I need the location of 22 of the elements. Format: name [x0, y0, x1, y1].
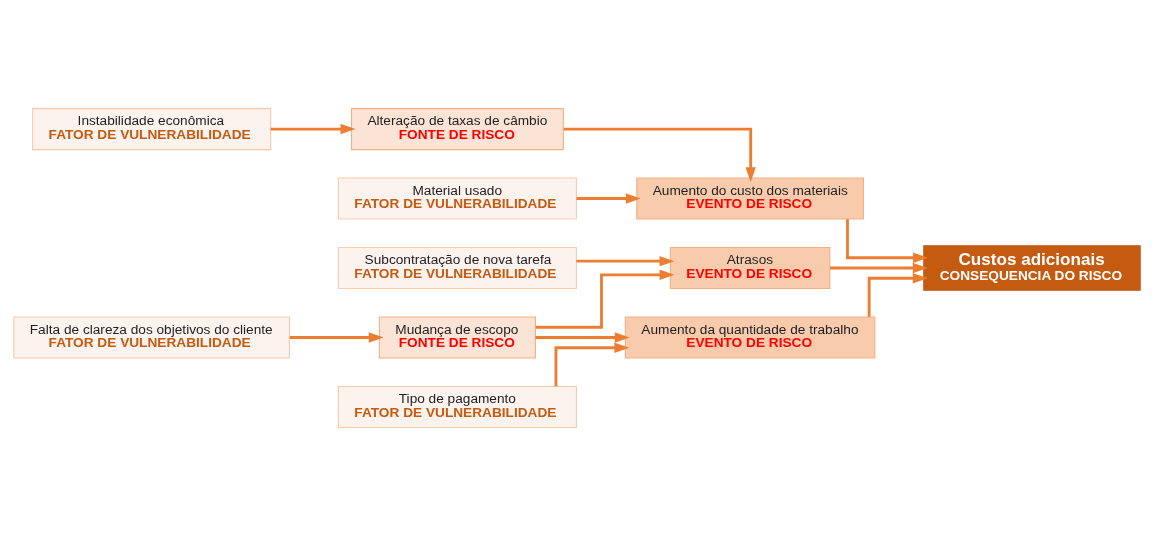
- node-box: Atrasos EVENTO DE RISCO: [669, 246, 831, 290]
- arrow: [289, 332, 384, 343]
- arrow: [270, 123, 356, 135]
- arrow: [554, 342, 630, 387]
- node-box: Mudança de escopo FONTE DE RISCO: [378, 316, 536, 359]
- arrow: [576, 193, 641, 204]
- node-box: Alteração de taxas de câmbio FONTE DE RISCO: [350, 108, 564, 151]
- arrow: [563, 127, 756, 182]
- arrow: [535, 332, 630, 343]
- node-box: Tipo de pagamento FATOR DE VULNERABILIDADE: [337, 385, 577, 428]
- node-box: Subcontratação de nova tarefa FATOR DE VULNERABILIDADE: [337, 246, 577, 290]
- arrow: [867, 273, 928, 317]
- node-box: Aumento da quantidade de trabalho EVENTO DE RISCO: [624, 316, 876, 359]
- node-box: Aumento do custo dos materiais EVENTO DE RISCO: [636, 177, 864, 220]
- node-box: Material usado FATOR DE VULNERABILIDADE: [337, 177, 577, 220]
- node-box: Instabilidade econômica FATOR DE VULNERABILIDADE: [32, 108, 272, 151]
- arrow: [846, 219, 928, 263]
- node-box: Falta de clareza dos objetivos do cliente FATOR DE VULNERABILIDADE: [13, 316, 290, 359]
- arrow: [576, 255, 675, 267]
- node-box: Custos adicionais CONSEQUENCIA DO RISCO: [923, 245, 1141, 291]
- arrow: [535, 269, 675, 329]
- arrow: [830, 262, 928, 274]
